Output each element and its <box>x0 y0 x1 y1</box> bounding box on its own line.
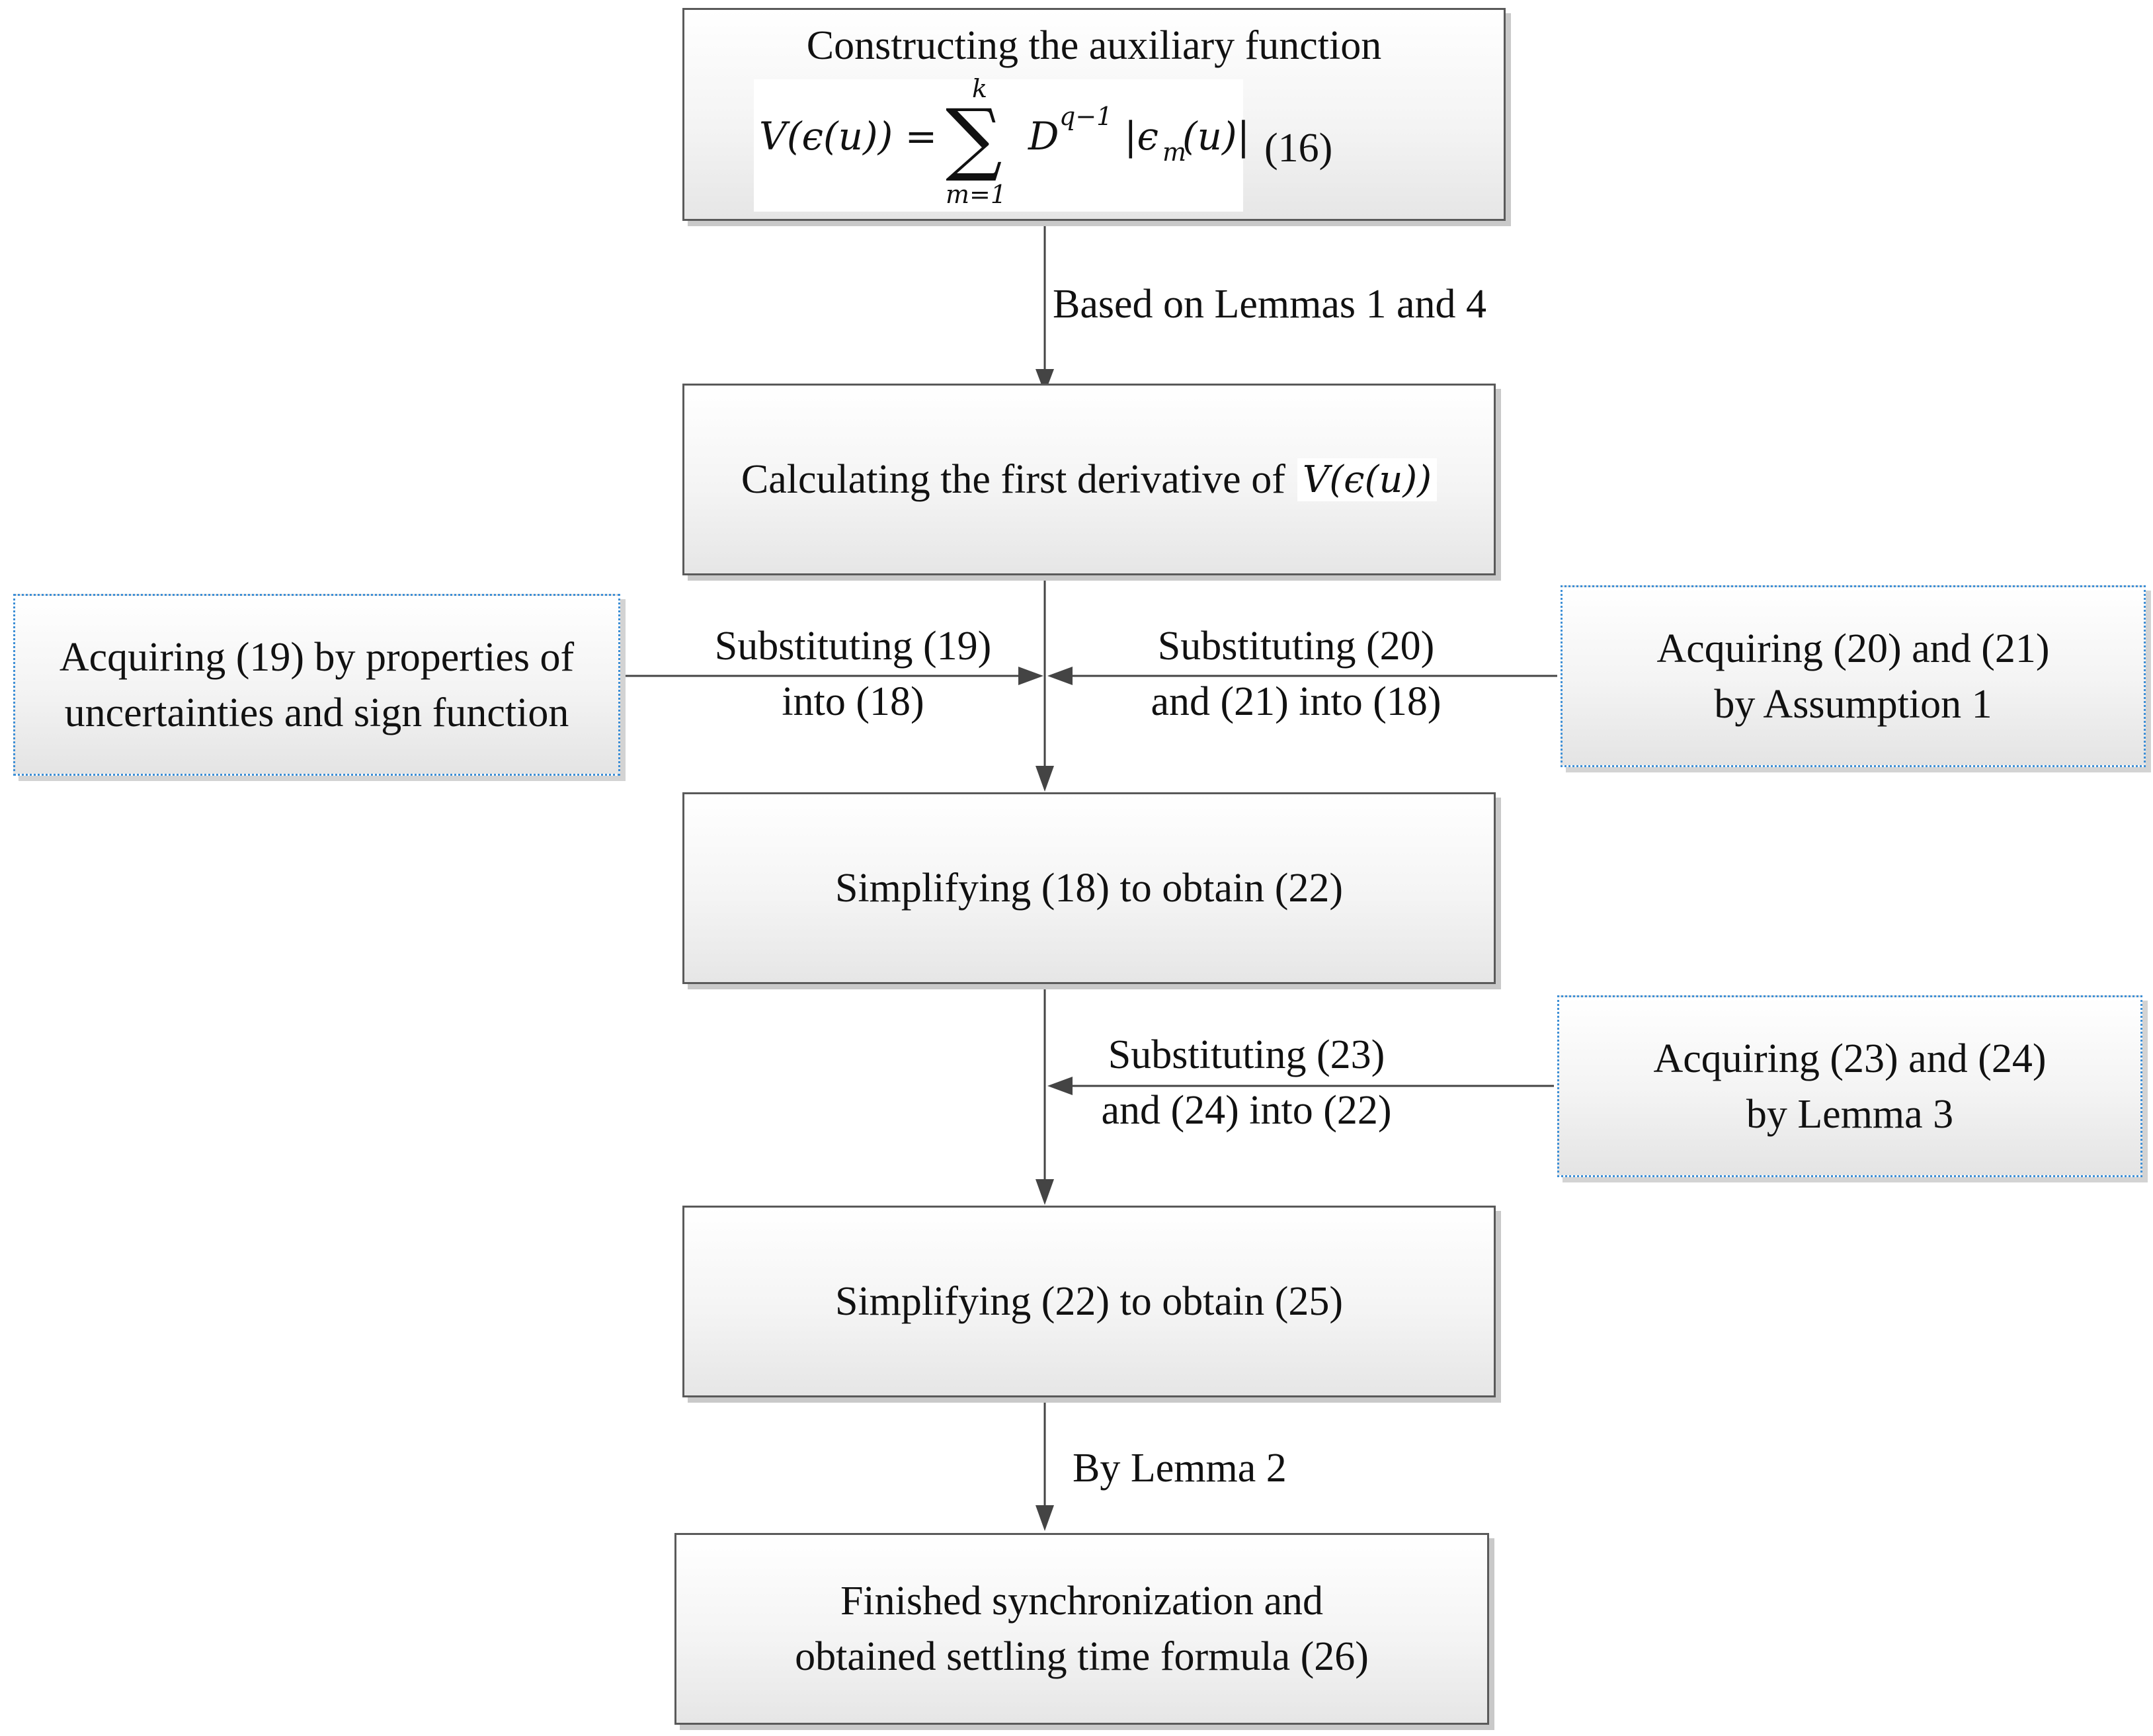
simplify1-text: Simplifying (18) to obtain (22) <box>834 866 1344 911</box>
label-by-lemma-2: By Lemma 2 <box>1073 1446 1287 1491</box>
label-substituting-19: Substituting (19) into (18) <box>688 618 1018 729</box>
acq2324-line2: by Lemma 3 <box>1746 1091 1954 1137</box>
node-simplify-18-to-22: Simplifying (18) to obtain (22) <box>682 792 1496 984</box>
arrowhead-acq2324 <box>1047 1077 1073 1095</box>
sub2324-line2: and (24) into (22) <box>1101 1088 1392 1133</box>
formula-sum-symbol: ∑ <box>946 93 1002 185</box>
arrowhead-derivative <box>1036 369 1054 393</box>
sub2021-line1: Substituting (20) <box>1157 624 1435 669</box>
formula-lhs: V(ϵ(u)) = <box>759 114 938 159</box>
node-calculate-derivative: Calculating the first derivative of V(ϵ(… <box>682 384 1496 575</box>
sub19-line1: Substituting (19) <box>714 624 992 669</box>
auxiliary-function-formula: V(ϵ(u)) = ∑ k m=1 D q−1 |ϵ m (u)| <box>754 74 1250 212</box>
label-substituting-23-24: Substituting (23) and (24) into (22) <box>1075 1027 1418 1138</box>
acq2324-line1: Acquiring (23) and (24) <box>1653 1036 2047 1081</box>
arrowhead-acq2021 <box>1047 667 1073 685</box>
finished-line1: Finished synchronization and <box>840 1579 1324 1624</box>
node-simplify-22-to-25: Simplifying (22) to obtain (25) <box>682 1206 1496 1397</box>
construct-title: Constructing the auxiliary function <box>806 23 1382 68</box>
sub2324-line1: Substituting (23) <box>1108 1032 1385 1077</box>
formula-equation-number: (16) <box>1264 126 1333 171</box>
node-finished-synchronization: Finished synchronization and obtained se… <box>674 1533 1489 1725</box>
acq2021-line1: Acquiring (20) and (21) <box>1656 626 2050 671</box>
node-acquiring-23-24: Acquiring (23) and (24) by Lemma 3 <box>1557 995 2142 1177</box>
formula-lower-limit: m=1 <box>946 180 1007 209</box>
node-acquiring-19: Acquiring (19) by properties of uncertai… <box>13 594 620 776</box>
formula-exponent: q−1 <box>1059 102 1113 131</box>
acq19-line1: Acquiring (19) by properties of <box>59 634 575 680</box>
arrowhead-finished <box>1036 1505 1054 1531</box>
formula-subscript: m <box>1162 138 1187 167</box>
sub19-line2: into (18) <box>782 679 924 724</box>
acq2021-line2: by Assumption 1 <box>1714 681 1992 727</box>
label-substituting-20-21: Substituting (20) and (21) into (18) <box>1124 618 1468 729</box>
derivative-math: V(ϵ(u)) <box>1297 458 1438 501</box>
formula-d: D <box>1028 114 1059 159</box>
acq19-line2: uncertainties and sign function <box>64 690 569 735</box>
sub2021-line2: and (21) into (18) <box>1151 679 1442 724</box>
formula-abs-eps: |ϵ <box>1124 114 1159 159</box>
node-acquiring-20-21: Acquiring (20) and (21) by Assumption 1 <box>1561 585 2146 767</box>
arrowhead-acq19 <box>1018 667 1043 685</box>
simplify2-text: Simplifying (22) to obtain (25) <box>834 1279 1344 1324</box>
arrowhead-simplify2 <box>1036 1179 1054 1205</box>
derivative-text: Calculating the first derivative of <box>741 457 1285 502</box>
finished-line2: obtained settling time formula (26) <box>795 1634 1369 1679</box>
label-lemmas-1-and-4: Based on Lemmas 1 and 4 <box>1053 282 1487 327</box>
formula-upper-limit: k <box>972 74 988 103</box>
arrowhead-simplify1 <box>1036 766 1054 792</box>
formula-tail: (u)| <box>1182 114 1250 159</box>
